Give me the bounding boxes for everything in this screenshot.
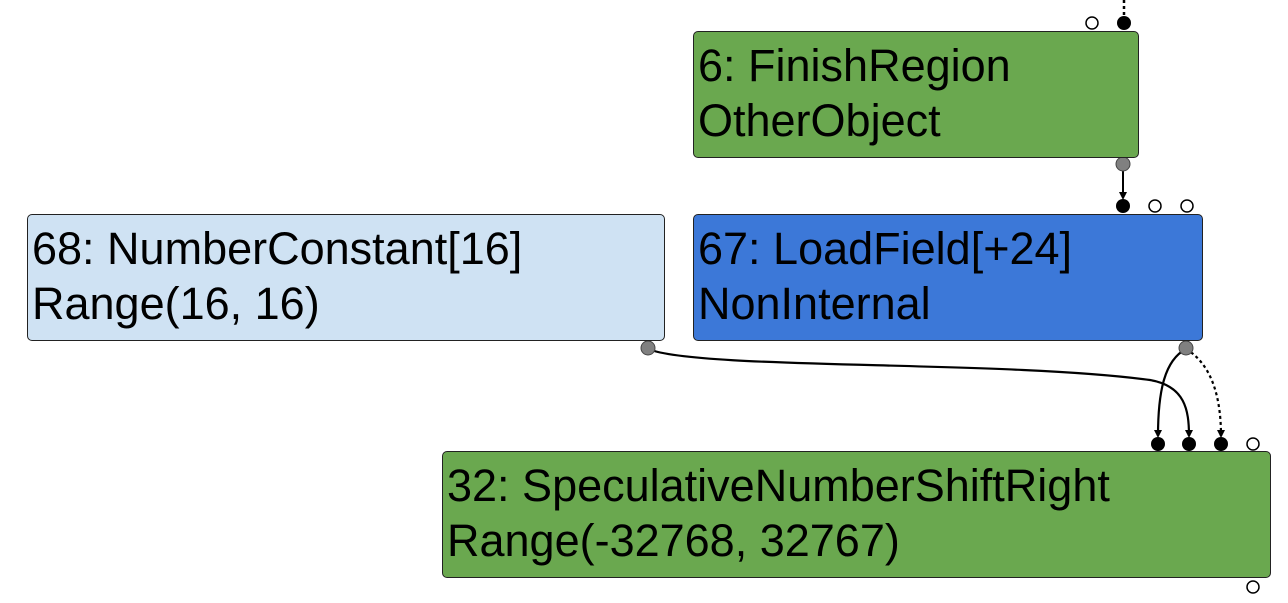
node-title: 6: FinishRegion [698,40,1011,91]
node-type: OtherObject [698,95,941,146]
node-speculative-number-shift-right[interactable]: 32: SpeculativeNumberShiftRight Range(-3… [442,451,1271,578]
node-number-constant[interactable]: 68: NumberConstant[16] Range(16, 16) [27,214,665,341]
node-6-input-port-empty[interactable] [1085,16,1099,30]
node-type: Range(-32768, 32767) [447,515,900,566]
node-68-output-port[interactable] [640,340,656,356]
node-6-input-port-filled[interactable] [1117,16,1131,30]
node-32-input-port-filled-3[interactable] [1214,437,1228,451]
node-title: 32: SpeculativeNumberShiftRight [447,460,1110,511]
node-type: NonInternal [698,278,931,329]
node-6-output-port[interactable] [1115,156,1131,172]
node-67-input-port-empty-1[interactable] [1148,199,1162,213]
node-finish-region[interactable]: 6: FinishRegion OtherObject [693,31,1139,158]
node-title: 67: LoadField[+24] [698,223,1073,274]
node-type: Range(16, 16) [32,278,320,329]
node-67-output-port[interactable] [1178,340,1194,356]
edge-67-to-32-solid [1154,348,1187,438]
node-load-field[interactable]: 67: LoadField[+24] NonInternal [693,214,1203,341]
node-32-input-port-empty[interactable] [1246,437,1260,451]
node-32-output-port-empty[interactable] [1246,580,1260,594]
node-67-input-port-filled[interactable] [1116,199,1130,213]
node-67-input-port-empty-2[interactable] [1180,199,1194,213]
edge-67-to-32-dotted [1185,348,1225,438]
node-32-input-port-filled-1[interactable] [1151,437,1165,451]
node-32-input-port-filled-2[interactable] [1182,437,1196,451]
edge-68-to-32 [647,347,1193,438]
node-title: 68: NumberConstant[16] [32,223,523,274]
